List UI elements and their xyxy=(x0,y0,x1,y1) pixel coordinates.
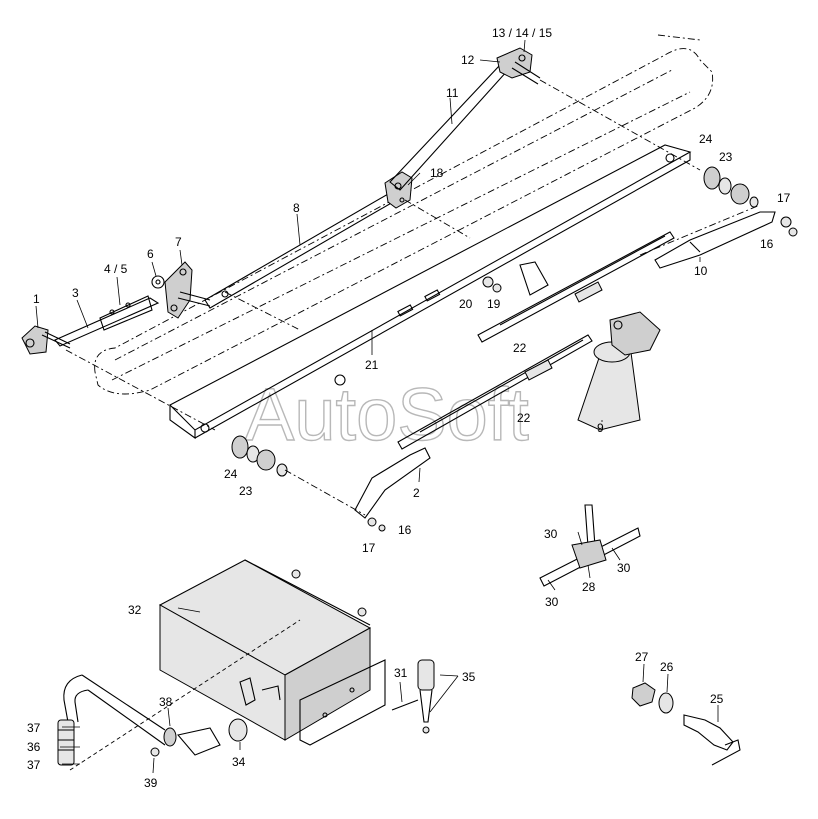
washer-pump xyxy=(391,659,435,734)
callout-16-right: 16 xyxy=(760,237,774,251)
callout-25: 25 xyxy=(710,692,724,706)
callout-9: 9 xyxy=(597,421,604,435)
washer-hose-filter xyxy=(57,619,301,771)
callout-30-right: 30 xyxy=(617,561,631,575)
callout-30-bottom: 30 xyxy=(545,595,559,609)
callout-12: 12 xyxy=(461,53,475,67)
callout-16-left: 16 xyxy=(398,523,412,537)
watermark-text: AutoSoft xyxy=(245,373,529,456)
wiper-linkage-left xyxy=(21,189,401,355)
alignment-lines xyxy=(65,79,761,516)
callout-20: 20 xyxy=(459,297,473,311)
callout-17-left: 17 xyxy=(362,541,376,555)
callout-34: 34 xyxy=(232,755,246,769)
callout-3: 3 xyxy=(72,286,79,300)
callout-21: 21 xyxy=(365,358,379,372)
callout-24-right: 24 xyxy=(699,132,713,146)
callouts: 1 3 4 / 5 6 7 8 11 12 13 / 14 / 15 18 20… xyxy=(27,26,791,790)
wiper-linkage-right xyxy=(384,47,541,209)
callout-23-right: 23 xyxy=(719,150,733,164)
callout-13-14-15: 13 / 14 / 15 xyxy=(492,26,552,40)
callout-10: 10 xyxy=(694,264,708,278)
callout-27: 27 xyxy=(635,650,649,664)
callout-23-left: 23 xyxy=(239,484,253,498)
washer-reservoir xyxy=(158,559,386,746)
callout-18: 18 xyxy=(430,166,444,180)
wiper-arm-right xyxy=(654,166,798,269)
callout-35: 35 xyxy=(462,670,476,684)
callout-39: 39 xyxy=(144,776,158,790)
callout-22-lower: 22 xyxy=(517,411,531,425)
callout-36: 36 xyxy=(27,740,41,754)
leader-lines xyxy=(35,39,719,774)
callout-7: 7 xyxy=(175,235,182,249)
callout-6: 6 xyxy=(147,247,154,261)
callout-17-right: 17 xyxy=(777,191,791,205)
callout-22-upper: 22 xyxy=(513,341,527,355)
callout-38: 38 xyxy=(159,695,173,709)
callout-19: 19 xyxy=(487,297,501,311)
callout-11: 11 xyxy=(446,86,459,100)
callout-2: 2 xyxy=(413,486,420,500)
callout-1: 1 xyxy=(33,292,40,306)
callout-8: 8 xyxy=(293,201,300,215)
hose-tee-assembly xyxy=(539,504,641,587)
callout-31: 31 xyxy=(394,666,408,680)
callout-26: 26 xyxy=(660,660,674,674)
wiper-blade-upper xyxy=(477,231,675,343)
callout-4-5: 4 / 5 xyxy=(104,262,128,276)
callout-28: 28 xyxy=(582,580,596,594)
callout-30-top: 30 xyxy=(544,527,558,541)
wiper-motor xyxy=(577,311,661,431)
wiper-arm-left xyxy=(231,435,431,532)
wiper-blade-lower xyxy=(397,334,593,450)
mounting-bar xyxy=(169,144,692,440)
callout-32: 32 xyxy=(128,603,142,617)
callout-37-top: 37 xyxy=(27,721,41,735)
callout-24-left: 24 xyxy=(224,467,238,481)
bolt-nut-19-20 xyxy=(482,276,502,293)
callout-37-bottom: 37 xyxy=(27,758,41,772)
windshield-outline xyxy=(94,34,714,395)
washer-nozzle-fitting xyxy=(631,682,741,766)
